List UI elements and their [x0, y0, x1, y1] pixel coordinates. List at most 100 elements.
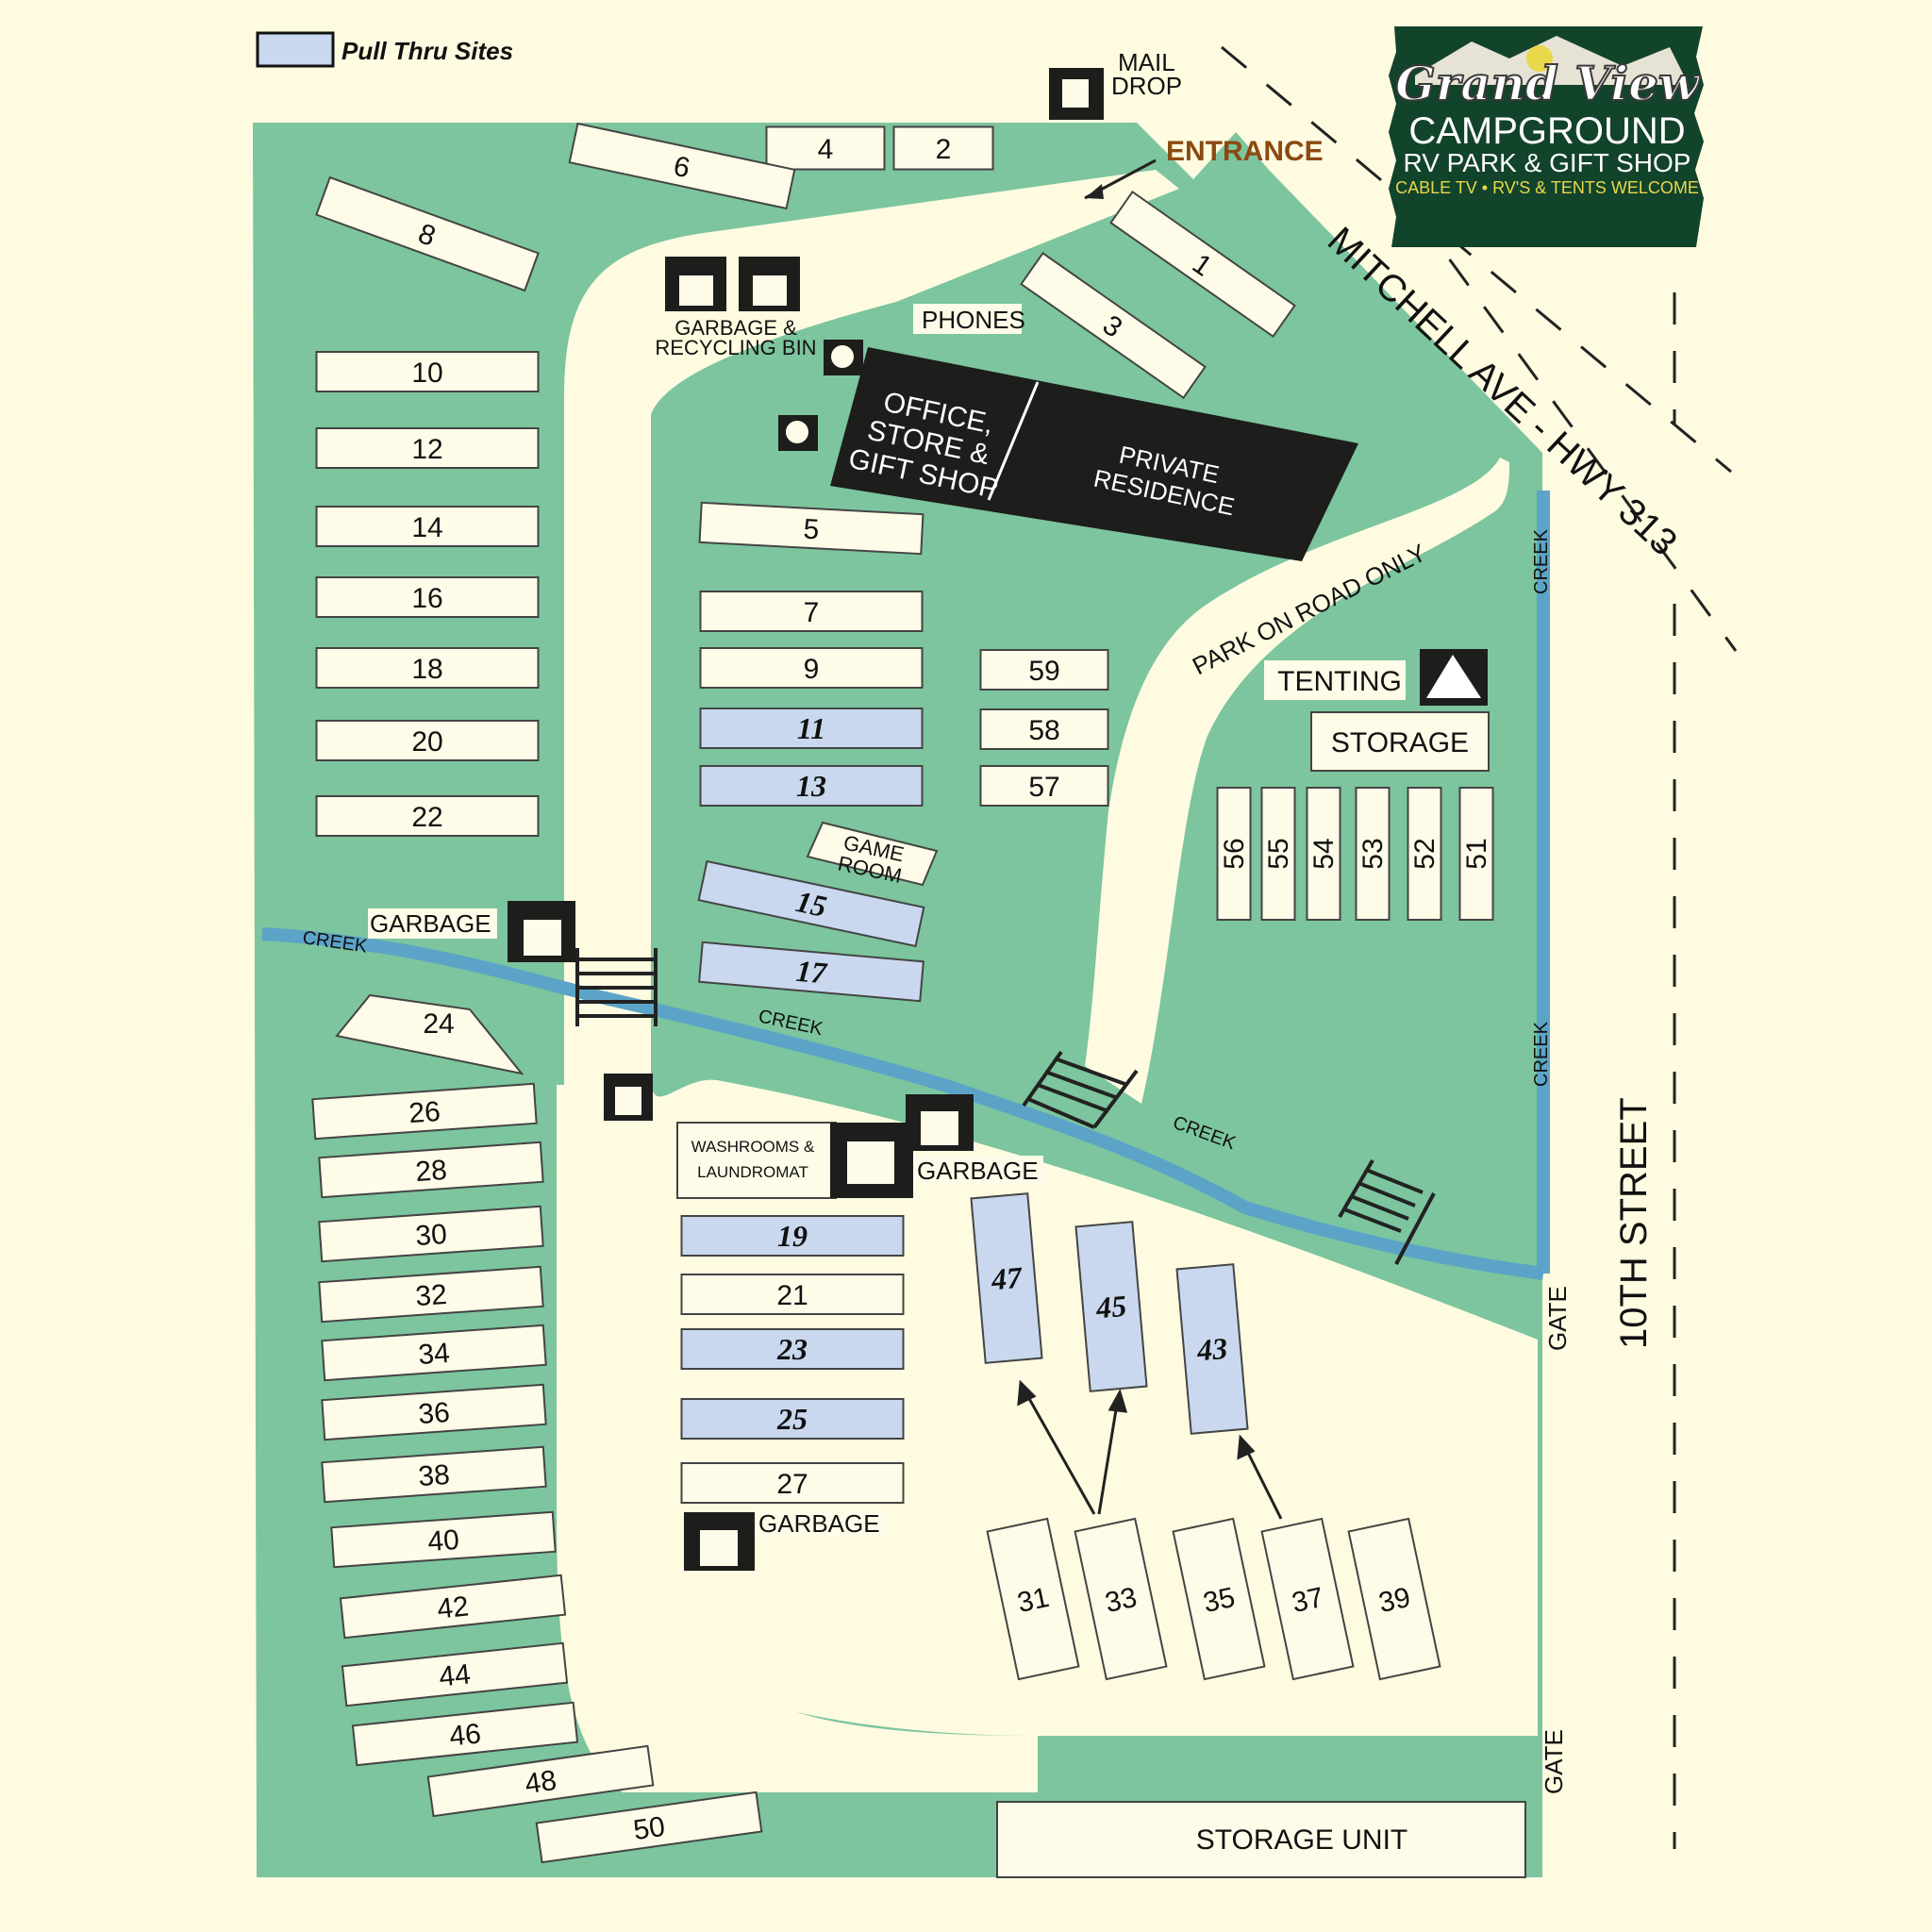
mail-label-1: MAIL	[1118, 48, 1175, 76]
campsite-23: 23	[680, 1328, 905, 1370]
campsite-57: 57	[979, 765, 1109, 807]
campsite-number: 39	[1376, 1582, 1414, 1619]
campsite-59: 59	[979, 649, 1109, 691]
campsite-number: 17	[794, 954, 829, 991]
campsite-number: 33	[1103, 1582, 1141, 1619]
campsite-31: 31	[986, 1517, 1080, 1681]
campsite-7: 7	[699, 591, 924, 632]
entrance-label: ENTRANCE	[1166, 136, 1324, 167]
campsite-pad	[315, 351, 540, 392]
tenth-street-label: 10TH STREET	[1613, 1097, 1655, 1349]
campsite-53: 53	[1355, 787, 1391, 921]
campsite-8: 8	[315, 175, 540, 292]
campsite-number: 11	[797, 711, 825, 745]
campsite-pad	[1347, 1517, 1441, 1681]
logo: Grand View CAMPGROUND RV PARK & GIFT SHO…	[1389, 26, 1704, 247]
campsite-pad	[1172, 1517, 1266, 1681]
campsite-46: 46	[351, 1701, 579, 1767]
campsite-number: 23	[776, 1332, 808, 1366]
campsite-38: 38	[321, 1445, 547, 1504]
campsite-number: 10	[411, 358, 442, 389]
campsite-25: 25	[680, 1398, 905, 1440]
campsite-27: 27	[680, 1462, 905, 1504]
campsite-40: 40	[330, 1510, 557, 1569]
campsite-pad	[680, 1215, 905, 1257]
campsite-number: 38	[417, 1459, 451, 1492]
campsite-5: 5	[698, 501, 924, 556]
mitchell-edge-1	[1221, 45, 1732, 474]
campsite-28: 28	[318, 1141, 544, 1199]
campsite-pad	[339, 1574, 567, 1640]
campsite-pad	[330, 1510, 557, 1569]
campsite-pad	[699, 765, 924, 807]
campsite-pad	[315, 427, 540, 469]
phones-label: PHONES	[922, 306, 1025, 334]
campsite-pad	[697, 859, 925, 948]
campsite-pad	[979, 708, 1109, 750]
pull-thru-arrows	[1017, 1379, 1283, 1520]
campsite-number: 48	[523, 1765, 558, 1800]
campsite-24	[335, 993, 525, 1075]
campsite-11: 11	[699, 708, 924, 749]
campsite-number: 19	[777, 1219, 808, 1253]
mailbox-icon	[1049, 68, 1104, 120]
campsite-34: 34	[321, 1324, 547, 1382]
campsite-number: 26	[408, 1096, 441, 1129]
campsite-54: 54	[1306, 787, 1341, 921]
campsite-pad	[698, 941, 924, 1003]
campsite-pad	[318, 1265, 544, 1324]
campsite-4: 4	[765, 125, 886, 171]
campsite-35: 35	[1172, 1517, 1266, 1681]
campsite-39: 39	[1347, 1517, 1441, 1681]
campsite-pad	[680, 1328, 905, 1370]
campsite-36: 36	[321, 1383, 547, 1441]
campsite-pad	[315, 175, 540, 292]
legend-swatch	[256, 31, 335, 68]
campsite-pad	[680, 1462, 905, 1504]
campsite-number: 21	[776, 1280, 808, 1311]
campsite-number: 43	[1194, 1331, 1228, 1368]
campsite-number: 45	[1093, 1289, 1127, 1325]
campsite-16: 16	[315, 576, 540, 618]
creek-label-5: CREEK	[1531, 1021, 1552, 1087]
campsite-pad	[1175, 1263, 1249, 1435]
campsite-45: 45	[1074, 1221, 1148, 1392]
campsite-37: 37	[1260, 1517, 1355, 1681]
campsite-number: 37	[1290, 1582, 1327, 1619]
campsite-pad	[318, 1141, 544, 1199]
campsite-pad	[315, 795, 540, 837]
campsite-pad	[979, 765, 1109, 807]
campsite-32: 32	[318, 1265, 544, 1324]
campsite-number: 2	[936, 134, 952, 165]
campsite-pad	[311, 1082, 538, 1141]
storage-box	[1310, 711, 1490, 772]
creek	[261, 491, 1550, 1280]
bridges	[575, 948, 1436, 1265]
campsite-pad	[986, 1517, 1080, 1681]
campsite-19: 19	[680, 1215, 905, 1257]
logo-line-2: RV PARK & GIFT SHOP	[1404, 148, 1691, 177]
campsite-58: 58	[979, 708, 1109, 750]
campsite-number: 51	[1461, 838, 1492, 869]
campsite-pad	[1260, 1517, 1355, 1681]
campsite-number: 54	[1308, 838, 1340, 869]
campsite-pad	[1306, 787, 1341, 921]
garbage-icon-4	[604, 1074, 653, 1121]
campsite-51: 51	[1458, 787, 1494, 921]
campsite-number: 22	[411, 802, 442, 833]
garbage-icon-3	[508, 901, 575, 962]
campsite-number: 42	[436, 1591, 471, 1624]
campsite-50: 50	[535, 1790, 763, 1864]
campsite-15: 15	[697, 859, 925, 948]
washrooms-label-2: LAUNDROMAT	[697, 1163, 808, 1181]
tent-icon	[1426, 655, 1481, 698]
campsite-pad	[318, 1205, 544, 1263]
campsite-number: 18	[411, 654, 442, 685]
campsite-pad	[1074, 1221, 1148, 1392]
gate-label-1: GATE	[1543, 1286, 1572, 1351]
campsite-number: 13	[796, 769, 826, 803]
logo-sun	[1526, 45, 1553, 72]
campsite-21: 21	[680, 1274, 905, 1315]
storage-unit	[996, 1801, 1526, 1878]
